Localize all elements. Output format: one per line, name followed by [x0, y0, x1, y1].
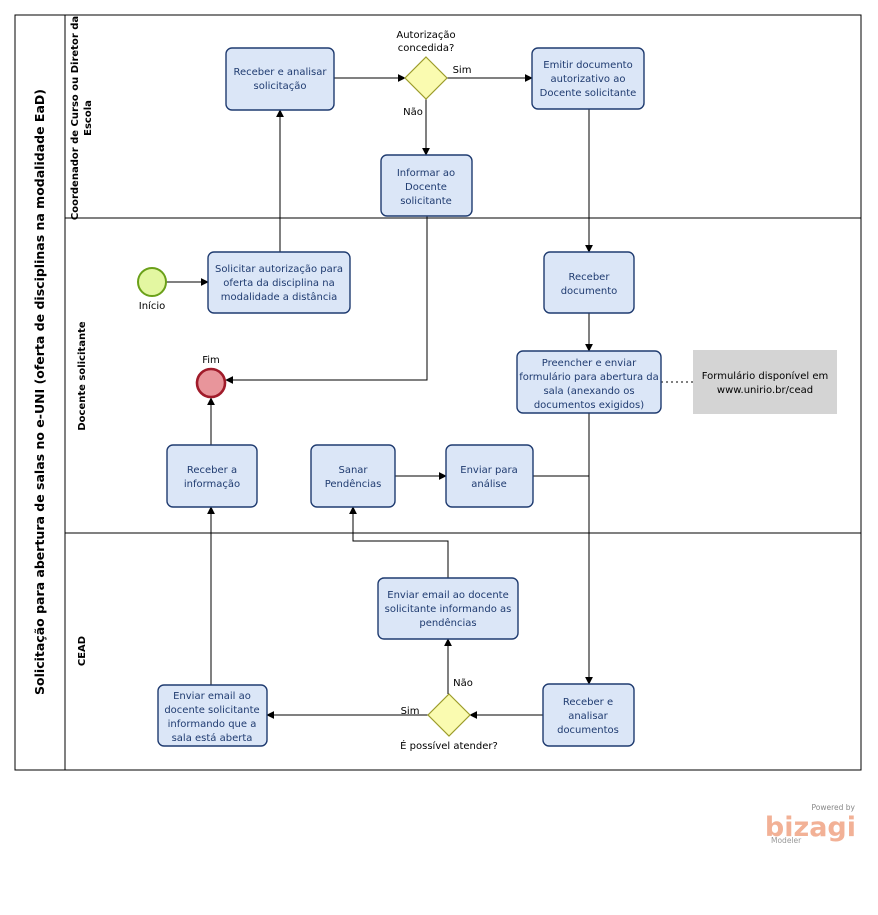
svg-text:Informar ao: Informar ao	[397, 168, 455, 179]
svg-text:sala está aberta: sala está aberta	[172, 732, 253, 744]
brand-product: Modeler	[771, 836, 802, 845]
svg-text:Enviar email ao docente: Enviar email ao docente	[387, 590, 508, 601]
brand-name: bizagi	[765, 812, 856, 843]
svg-text:solicitação: solicitação	[254, 81, 307, 92]
svg-text:Formulário disponível em: Formulário disponível em	[702, 370, 828, 382]
task-receber-documento: Receber documento	[543, 251, 635, 314]
svg-text:documentos: documentos	[557, 725, 619, 736]
bizagi-logo: Powered by bizagi Modeler	[765, 803, 856, 845]
start-event	[137, 267, 167, 297]
svg-text:docente solicitante: docente solicitante	[164, 705, 259, 716]
svg-text:Emitir documento: Emitir documento	[543, 60, 632, 71]
end-event	[195, 367, 227, 399]
svg-text:Preencher e enviar: Preencher e enviar	[542, 358, 637, 369]
task-preencher-formulario: Preencher e enviar formulário para abert…	[516, 350, 662, 414]
svg-text:análise: análise	[471, 478, 507, 490]
svg-text:Pendências: Pendências	[325, 478, 382, 490]
gateway-autorizacao-label-2: concedida?	[398, 43, 455, 54]
start-event-label: Início	[139, 300, 165, 312]
sequence-flows	[166, 74, 693, 719]
brand-powered: Powered by	[812, 803, 856, 812]
task-emitir-documento: Emitir documento autorizativo ao Docente…	[531, 47, 645, 110]
gateway-autorizacao-yes: Sim	[453, 65, 472, 76]
svg-text:analisar: analisar	[568, 711, 608, 722]
gateway-autorizacao-no: Não	[403, 107, 423, 118]
svg-text:Receber e analisar: Receber e analisar	[233, 67, 327, 78]
svg-text:Docente: Docente	[405, 182, 447, 193]
end-event-label: Fim	[202, 355, 220, 366]
svg-text:Escola: Escola	[83, 100, 94, 136]
svg-text:Docente solicitante: Docente solicitante	[540, 88, 637, 99]
lane-docente-label: Docente solicitante	[77, 321, 88, 431]
svg-text:sala (anexando os: sala (anexando os	[543, 386, 634, 397]
svg-text:Sanar: Sanar	[338, 465, 368, 476]
svg-text:autorizativo ao: autorizativo ao	[551, 74, 626, 85]
task-enviar-analise: Enviar para análise	[445, 444, 534, 508]
task-receber-analisar-docs: Receber e analisar documentos	[542, 683, 635, 747]
task-receber-informacao: Receber a informação	[166, 444, 258, 508]
gateway-autorizacao	[404, 56, 448, 100]
lane-coordenador-label: Coordenador de Curso ou Diretor da Escol…	[70, 16, 94, 220]
pool-title: Solicitação para abertura de salas no e-…	[32, 89, 47, 695]
svg-text:solicitante: solicitante	[400, 196, 452, 207]
svg-text:Receber a: Receber a	[187, 465, 237, 476]
svg-text:informação: informação	[184, 479, 240, 490]
task-receber-analisar: Receber e analisar solicitação	[225, 47, 335, 111]
gateway-autorizacao-label-1: Autorização	[396, 30, 455, 41]
svg-text:formulário para abertura da: formulário para abertura da	[519, 371, 659, 383]
svg-text:documento: documento	[561, 286, 618, 297]
svg-text:Solicitar autorização para: Solicitar autorização para	[215, 264, 343, 275]
svg-text:informando que a: informando que a	[168, 719, 257, 730]
task-enviar-email-pendencias: Enviar email ao docente solicitante info…	[377, 577, 519, 640]
svg-text:Receber: Receber	[569, 272, 611, 283]
svg-text:www.unirio.br/cead: www.unirio.br/cead	[717, 385, 813, 396]
task-informar-docente: Informar ao Docente solicitante	[380, 154, 473, 217]
svg-text:Coordenador de Curso ou Direto: Coordenador de Curso ou Diretor da	[70, 16, 81, 220]
svg-text:oferta da disciplina na: oferta da disciplina na	[223, 278, 334, 289]
gateway-possivel	[427, 693, 471, 737]
svg-text:pendências: pendências	[419, 617, 476, 629]
svg-text:Receber e: Receber e	[563, 697, 613, 708]
task-enviar-email-aberta: Enviar email ao docente solicitante info…	[157, 684, 268, 747]
gateway-possivel-label: É possível atender?	[400, 739, 498, 752]
artifact-formulario: Formulário disponível em www.unirio.br/c…	[693, 350, 837, 414]
task-solicitar-autorizacao: Solicitar autorização para oferta da dis…	[207, 251, 351, 314]
svg-text:Enviar email ao: Enviar email ao	[173, 691, 251, 702]
gateway-possivel-no: Não	[453, 678, 473, 689]
lane-cead-label: CEAD	[77, 636, 88, 666]
svg-text:Enviar para: Enviar para	[460, 465, 518, 476]
svg-text:modalidade a distância: modalidade a distância	[221, 291, 337, 303]
task-sanar-pendencias: Sanar Pendências	[310, 444, 396, 508]
svg-text:documentos exigidos): documentos exigidos)	[534, 400, 644, 411]
svg-text:solicitante informando as: solicitante informando as	[385, 604, 512, 615]
gateway-possivel-yes: Sim	[401, 706, 420, 717]
